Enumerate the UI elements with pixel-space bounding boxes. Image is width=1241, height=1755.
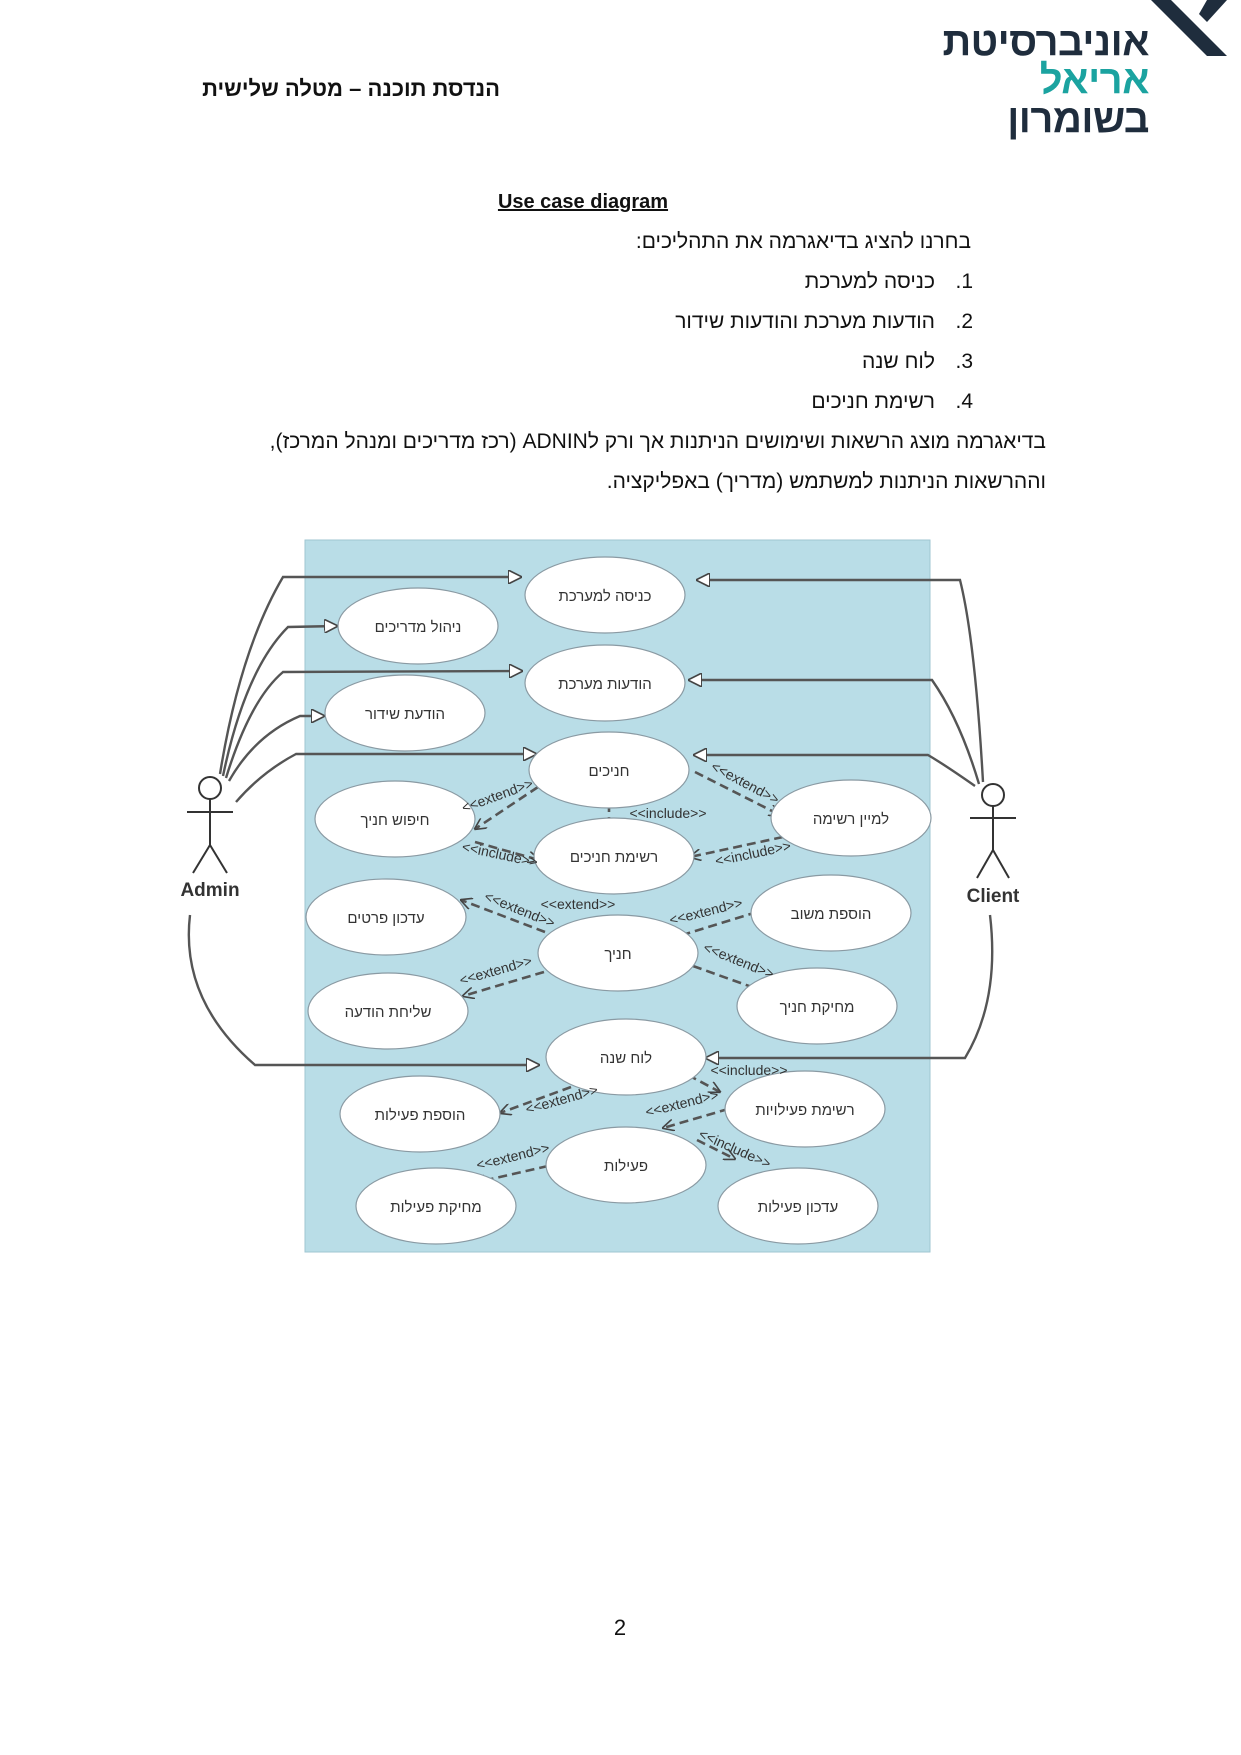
usecase-activities-list — [724, 1070, 886, 1148]
usecase-login — [524, 556, 686, 634]
client-actor-icon — [970, 783, 1016, 879]
usecase-label: שליחת הודעה — [345, 1004, 432, 1021]
usecase-label: עדכון פעילות — [758, 1199, 838, 1216]
usecase-label: חניך — [604, 946, 631, 963]
usecase-label: רשימת פעילויות — [755, 1102, 854, 1119]
usecase-label: פעילות — [604, 1158, 648, 1175]
usecase-system-messages — [524, 644, 686, 722]
client-associations — [689, 580, 994, 1058]
logo-line-2: אריאל — [1039, 58, 1150, 102]
usecase-label: לוח שנה — [600, 1050, 652, 1067]
usecase-label: הודעת שידור — [365, 706, 445, 723]
usecase-delete-activity — [355, 1167, 517, 1245]
logo-mark-icon — [1151, 0, 1227, 56]
list-text: הודעות מערכת והודעות שידור — [675, 310, 935, 333]
usecase-manage-guides — [337, 587, 499, 665]
usecase-search-trainee — [314, 780, 476, 858]
usecase-send-message — [307, 972, 469, 1050]
list-item: 2. הודעות מערכת והודעות שידור — [675, 310, 973, 334]
usecase-add-feedback — [750, 874, 912, 952]
usecase-trainee — [537, 914, 699, 992]
course-title: הנדסת תוכנה – מטלה שלישית — [202, 76, 500, 101]
usecase-label: חיפוש חניך — [361, 812, 430, 829]
usecase-trainees-list — [533, 817, 695, 895]
include-label: <<include>> — [710, 1062, 787, 1078]
usecase-label: מחיקת פעילות — [390, 1199, 481, 1216]
usecase-delete-trainee — [736, 967, 898, 1045]
admin-actor-icon — [187, 776, 233, 874]
usecase-sort-list — [770, 779, 932, 857]
list-number: 3. — [955, 350, 973, 373]
intro-text: בחרנו להציג בדיאגרמה את התהליכים: — [635, 230, 971, 253]
page-number: 2 — [613, 1615, 627, 1640]
usecase-label: הוספת פעילות — [375, 1107, 466, 1124]
list-number: 1. — [955, 270, 973, 293]
list-number: 2. — [955, 310, 973, 333]
list-number: 4. — [955, 390, 973, 413]
admin-associations — [187, 577, 539, 1065]
use-case-ellipses — [305, 556, 932, 1245]
usecase-label: כניסה למערכת — [558, 588, 651, 605]
usecase-label: למיין רשימה — [813, 811, 889, 828]
usecase-update-activity — [717, 1167, 879, 1245]
usecase-label: הודעות מערכת — [558, 676, 652, 693]
logo-line-3: בשומרון — [1007, 97, 1149, 141]
list-item: 4. רשימת חניכים — [811, 390, 973, 414]
list-text: לוח שנה — [861, 350, 935, 373]
list-text: כניסה למערכת — [804, 270, 935, 293]
list-item: 1. כניסה למערכת — [805, 270, 973, 294]
logo-line-1: אוניברסיטת — [942, 20, 1149, 64]
usecase-calendar — [545, 1018, 707, 1096]
admin-label: Admin — [180, 880, 239, 901]
usecase-broadcast — [324, 674, 486, 752]
usecase-label: הוספת משוב — [791, 906, 872, 923]
usecase-label: עדכון פרטים — [347, 910, 424, 927]
description-line-2: וההרשאות הניתנות למשתמש (מדריך) באפליקצי… — [606, 470, 1046, 493]
list-item: 3. לוח שנה — [862, 350, 973, 374]
description-line-1: בדיאגרמה מוצג הרשאות ושימושים הניתנות אך… — [269, 430, 1046, 453]
usecase-label: מחיקת חניך — [780, 999, 855, 1016]
usecase-label: חניכים — [589, 763, 630, 780]
usecase-label: רשימת חניכים — [570, 849, 658, 866]
include-label: <<include>> — [629, 805, 706, 821]
usecase-trainees — [528, 731, 690, 809]
use-case-labels: כניסה למערכת ניהול מדריכים הודעות מערכת … — [345, 588, 890, 1216]
usecase-add-activity — [339, 1075, 501, 1153]
list-text: רשימת חניכים — [811, 390, 935, 413]
usecase-update-details — [305, 878, 467, 956]
section-heading: Use case diagram — [497, 191, 669, 213]
extend-label: <<extend>> — [541, 896, 616, 912]
usecase-activities — [545, 1126, 707, 1204]
client-label: Client — [967, 886, 1020, 907]
usecase-label: ניהול מדריכים — [375, 619, 462, 636]
